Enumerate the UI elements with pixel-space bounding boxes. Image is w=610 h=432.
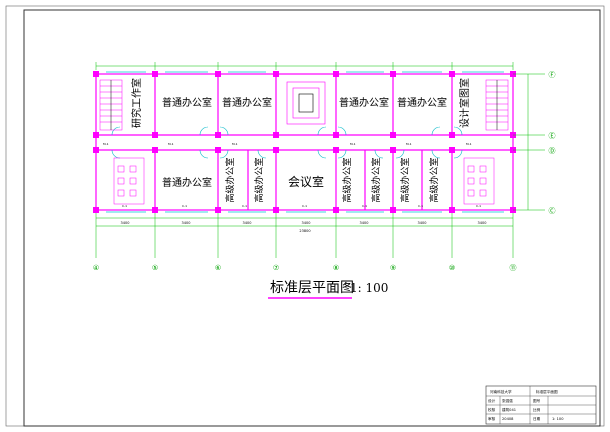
window-tag: C-1 bbox=[418, 204, 423, 208]
restroom-right bbox=[463, 157, 495, 205]
axis-label: Ⓕ bbox=[549, 71, 556, 79]
plan-scale: 1: 100 bbox=[350, 281, 388, 295]
room-label-office: 普通办公室 bbox=[339, 96, 389, 109]
room-label-senior: 高级办公室 bbox=[370, 157, 382, 202]
stair-left bbox=[99, 79, 123, 131]
room-label-senior: 高级办公室 bbox=[428, 157, 440, 202]
top-dimension-lines bbox=[95, 62, 514, 70]
axis-label: ⑦ bbox=[273, 264, 279, 272]
title-block-cell: 张强强 bbox=[502, 398, 513, 403]
title-block-cell: 图号 bbox=[533, 398, 541, 403]
bottom-dimension-values: 3400 3400 3400 3400 3400 3400 3400 23800 bbox=[121, 221, 487, 233]
axis-label: ⑤ bbox=[152, 264, 158, 272]
opening-tags: M-1 M-1 M-1 M-1 M-1 M-1 C-1 C-1 C-1 C-1 … bbox=[103, 142, 481, 208]
drawing-title: 标准层平面图 1: 100 bbox=[268, 280, 388, 299]
dim-value: 3400 bbox=[360, 221, 369, 225]
door-tag: M-1 bbox=[232, 142, 238, 146]
axis-label: ⑩ bbox=[449, 264, 455, 272]
room-label-office: 普通办公室 bbox=[162, 176, 212, 189]
door-tag: M-1 bbox=[103, 142, 109, 146]
title-block-drawing: 标准层平面图 bbox=[536, 389, 558, 394]
window-glazing bbox=[106, 71, 504, 213]
door-swings bbox=[111, 126, 463, 159]
stair-right bbox=[485, 79, 509, 131]
dim-value: 3400 bbox=[121, 221, 130, 225]
door-tag: M-1 bbox=[406, 142, 412, 146]
axis-label: ⑧ bbox=[333, 264, 339, 272]
title-block-cell: 校核 bbox=[488, 407, 496, 412]
title-block: 河南科技大学 标准层平面图 设计 张强强 图号 校核 建筑041 比例 审核 2… bbox=[485, 385, 597, 425]
stair-center bbox=[286, 81, 326, 125]
room-label-research: 研究工作室 bbox=[130, 78, 143, 128]
inner-frame bbox=[23, 9, 601, 427]
dim-value: 3400 bbox=[302, 221, 311, 225]
axis-label: ④ bbox=[93, 264, 99, 272]
room-label-office: 普通办公室 bbox=[397, 96, 447, 109]
window-tag: C-1 bbox=[182, 204, 187, 208]
bottom-dimension-lines bbox=[95, 213, 514, 258]
dim-value: 3400 bbox=[418, 221, 427, 225]
door-tag: M-1 bbox=[350, 142, 356, 146]
title-block-cell: 建筑041 bbox=[502, 407, 516, 412]
dim-total: 23800 bbox=[299, 229, 310, 233]
room-label-senior: 高级办公室 bbox=[341, 157, 353, 202]
window-tag: C-1 bbox=[476, 204, 481, 208]
axis-label: ⑨ bbox=[390, 264, 396, 272]
door-tag: M-1 bbox=[168, 142, 174, 146]
axis-label: Ⓓ bbox=[549, 147, 556, 155]
building-walls bbox=[95, 73, 514, 211]
room-label-office: 普通办公室 bbox=[162, 96, 212, 109]
title-block-cell: 1: 100 bbox=[552, 417, 564, 421]
room-label-senior: 高级办公室 bbox=[224, 157, 236, 202]
dim-value: 3400 bbox=[243, 221, 252, 225]
axis-label: ⑪ bbox=[510, 264, 517, 272]
axis-bubbles-right: Ⓕ Ⓔ Ⓓ Ⓒ bbox=[549, 71, 556, 215]
outer-frame bbox=[5, 5, 605, 427]
window-tag: C-1 bbox=[242, 204, 247, 208]
dim-value: 3400 bbox=[478, 221, 487, 225]
room-label-meeting: 会议室 bbox=[288, 174, 324, 189]
room-label-office: 普通办公室 bbox=[222, 96, 272, 109]
room-label-senior: 高级办公室 bbox=[253, 157, 265, 202]
axis-bubbles-bottom: ④ ⑤ ⑥ ⑦ ⑧ ⑨ ⑩ ⑪ bbox=[93, 264, 517, 272]
axis-label: Ⓒ bbox=[549, 207, 556, 215]
title-block-cell: 20408 bbox=[502, 417, 514, 421]
dim-value: 3400 bbox=[182, 221, 191, 225]
room-label-design: 设计室图室 bbox=[458, 78, 471, 128]
door-tag: M-1 bbox=[466, 142, 472, 146]
window-tag: C-1 bbox=[122, 204, 127, 208]
axis-label: ⑥ bbox=[215, 264, 221, 272]
room-label-senior: 高级办公室 bbox=[399, 157, 411, 202]
room-labels: 研究工作室 普通办公室 普通办公室 普通办公室 普通办公室 设计室图室 普通办公… bbox=[130, 78, 471, 203]
title-block-cell: 设计 bbox=[488, 398, 496, 403]
title-block-cell: 日期 bbox=[533, 416, 541, 421]
title-block-school: 河南科技大学 bbox=[490, 389, 512, 394]
title-block-cell: 审核 bbox=[488, 416, 496, 421]
window-tag: C-1 bbox=[302, 204, 307, 208]
right-axis-lines bbox=[513, 73, 545, 211]
window-tag: C-1 bbox=[362, 204, 367, 208]
title-block-cell: 比例 bbox=[533, 407, 541, 412]
plan-title: 标准层平面图 bbox=[270, 280, 354, 296]
restroom-left bbox=[113, 157, 145, 205]
axis-label: Ⓔ bbox=[549, 132, 556, 140]
